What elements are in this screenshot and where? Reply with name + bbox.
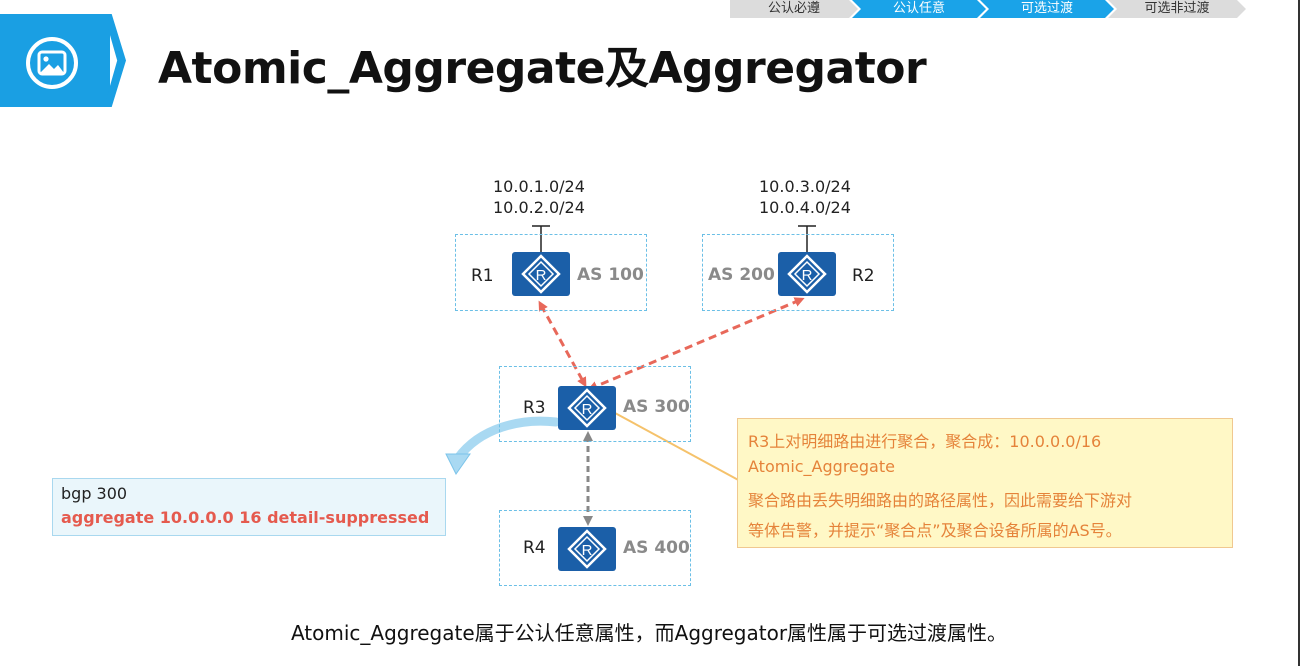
as200-box: [702, 234, 894, 311]
r1-network-2: 10.0.2.0/24: [493, 198, 585, 217]
aggregation-note: R3上对明细路由进行聚合，聚合成：10.0.0.0/16 Atomic_Aggr…: [737, 418, 1233, 548]
router-r3[interactable]: R: [558, 386, 616, 430]
r2-network-2: 10.0.4.0/24: [759, 198, 851, 217]
svg-text:R: R: [536, 267, 547, 284]
router-icon: R: [521, 254, 561, 294]
router-r2[interactable]: R: [778, 252, 836, 296]
svg-text:R: R: [582, 401, 593, 418]
as400-box: [499, 510, 691, 586]
r1-network-1: 10.0.1.0/24: [493, 177, 585, 196]
note-pointer-line: [614, 412, 743, 483]
tab-optional-transitive[interactable]: 可选过渡: [980, 0, 1114, 18]
router-r1[interactable]: R: [512, 252, 570, 296]
tab-optional-non-transitive[interactable]: 可选非过渡: [1108, 0, 1246, 18]
header-logo-block: [0, 14, 110, 107]
router-icon: R: [567, 388, 607, 428]
bgp-config-box: bgp 300 aggregate 10.0.0.0 16 detail-sup…: [52, 478, 446, 536]
as100-label: AS 100: [577, 265, 644, 285]
svg-text:R: R: [802, 267, 813, 284]
tab-well-known-discretionary[interactable]: 公认任意: [852, 0, 986, 18]
router-icon: R: [787, 254, 827, 294]
note-line-1: R3上对明细路由进行聚合，聚合成：10.0.0.0/16: [748, 432, 1102, 451]
bgp-config-line-1: bgp 300: [61, 484, 128, 503]
note-line-2: Atomic_Aggregate: [748, 457, 895, 476]
r2-label: R2: [852, 266, 875, 286]
r1-label: R1: [471, 266, 494, 286]
router-r4[interactable]: R: [558, 527, 616, 571]
as300-box: [499, 366, 691, 442]
r1-r3-link: [538, 300, 587, 388]
r2-networks: 10.0.3.0/24 10.0.4.0/24: [759, 176, 851, 218]
as400-label: AS 400: [623, 538, 690, 558]
as200-label: AS 200: [708, 265, 775, 285]
tab-well-known-mandatory[interactable]: 公认必遵: [730, 0, 858, 18]
as100-box: [455, 234, 647, 311]
note-line-4: 等体告警，并提示“聚合点”及聚合设备所属的AS号。: [748, 521, 1122, 540]
r3-label: R3: [523, 398, 546, 418]
slide-right-border: [1298, 0, 1300, 666]
bgp-config-line-2: aggregate 10.0.0.0 16 detail-suppressed: [61, 508, 430, 527]
as300-label: AS 300: [623, 397, 690, 417]
note-line-3: 聚合路由丢失明细路由的路径属性，因此需要给下游对: [748, 491, 1133, 510]
page-title: Atomic_Aggregate及Aggregator: [158, 43, 927, 94]
r1-networks: 10.0.1.0/24 10.0.2.0/24: [493, 176, 585, 218]
summary-text: Atomic_Aggregate属于公认任意属性，而Aggregator属性属于…: [290, 621, 1008, 645]
router-icon: R: [567, 529, 607, 569]
image-icon: [26, 37, 78, 89]
r2-network-1: 10.0.3.0/24: [759, 177, 851, 196]
config-curved-arrow: [453, 416, 561, 463]
svg-text:R: R: [582, 542, 593, 559]
r4-label: R4: [523, 538, 546, 558]
r2-r3-link: [587, 297, 805, 391]
